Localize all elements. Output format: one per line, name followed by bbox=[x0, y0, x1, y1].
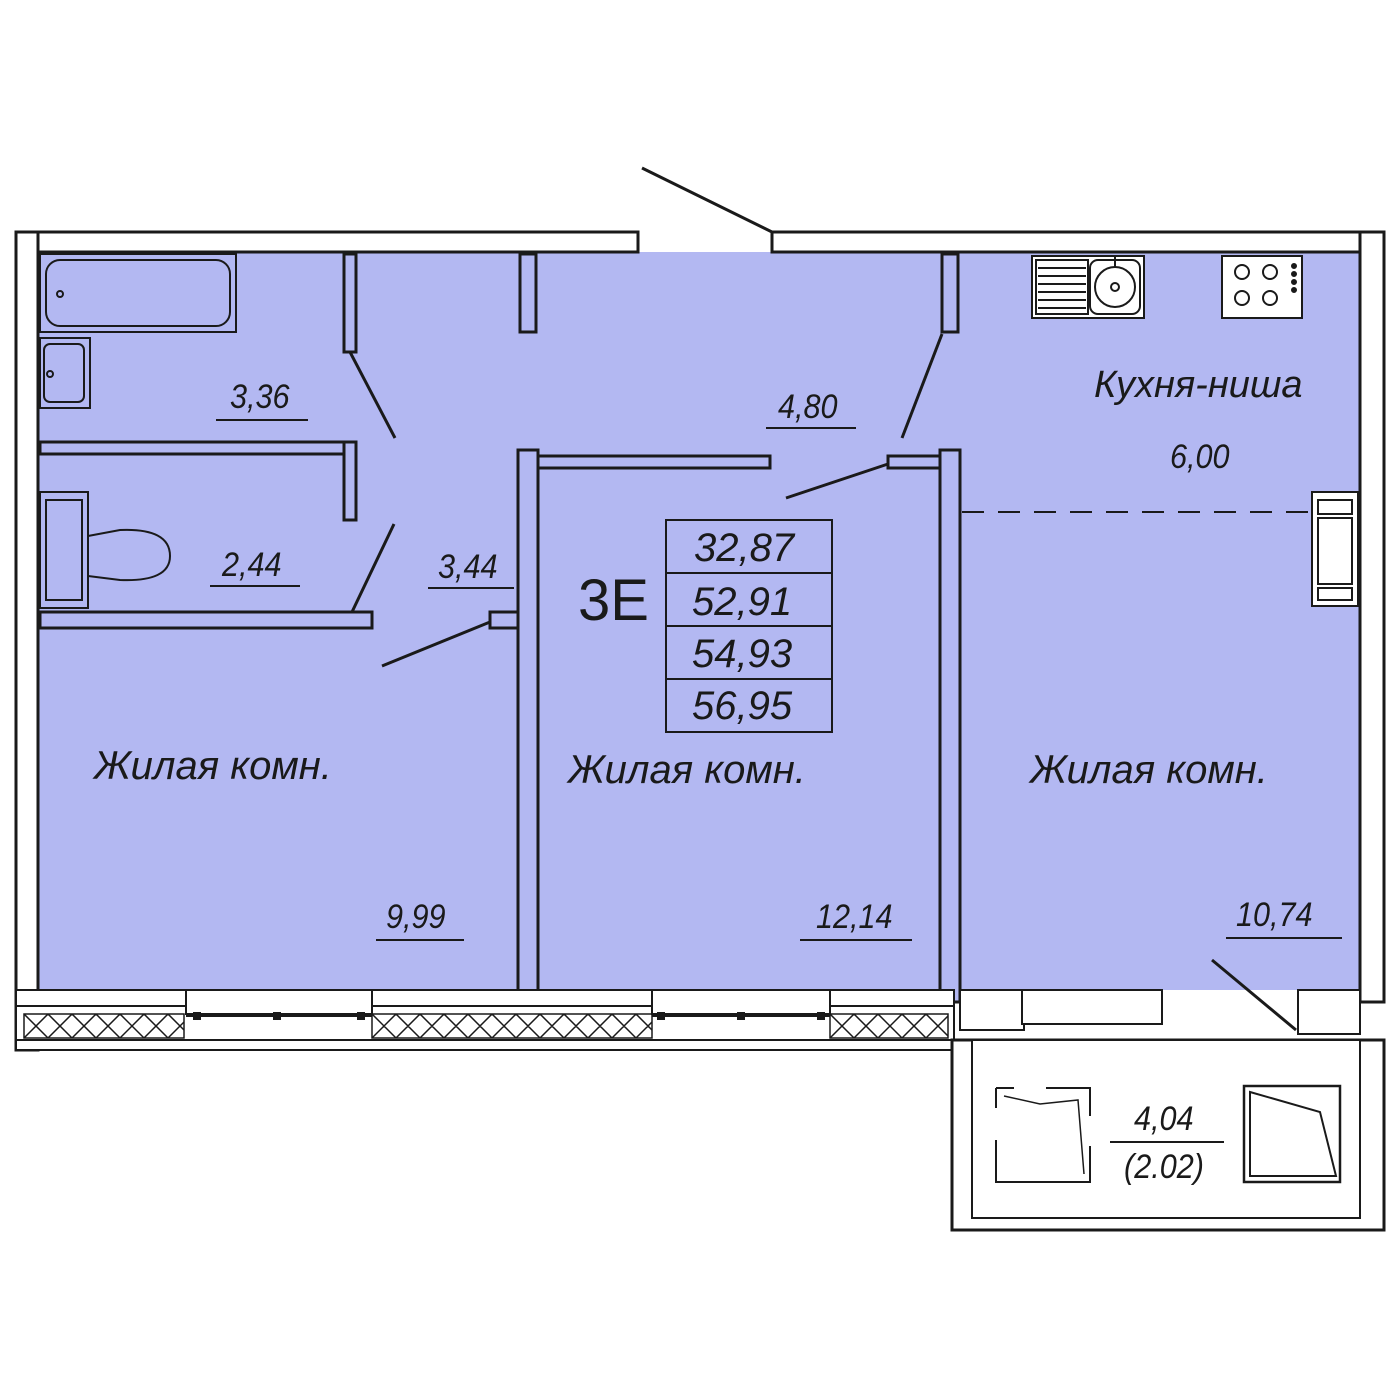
totals-table bbox=[665, 519, 833, 733]
balcony-door bbox=[959, 989, 1361, 1035]
living-room-left-name: Жилая комн. bbox=[94, 744, 332, 788]
total-area-1: 32,87 bbox=[694, 526, 795, 570]
apartment-code: 3E bbox=[578, 568, 649, 633]
living-room-left-area: 9,99 bbox=[386, 898, 446, 936]
kitchen-name: Кухня-ниша bbox=[1094, 364, 1303, 406]
kitchen-area: 6,00 bbox=[1170, 438, 1230, 476]
balcony-chair-icon bbox=[995, 1087, 1091, 1183]
toilet-area: 2,44 bbox=[222, 546, 282, 584]
stove-icon bbox=[1221, 255, 1303, 319]
balcony-reduced-area: (2.02) bbox=[1124, 1148, 1204, 1186]
hall-area: 3,44 bbox=[438, 548, 498, 586]
windows bbox=[185, 989, 831, 1020]
entrance-door bbox=[641, 166, 773, 234]
area-underlines bbox=[210, 419, 1342, 1143]
total-area-3: 54,93 bbox=[692, 632, 793, 676]
bathroom-area: 3,36 bbox=[230, 378, 290, 416]
balcony-table-icon bbox=[1242, 1084, 1342, 1184]
radiator-icon bbox=[1311, 491, 1359, 607]
corridor-area: 4,80 bbox=[778, 388, 838, 426]
interior-doors bbox=[348, 333, 1297, 1032]
kitchen-sink-icon bbox=[1031, 255, 1145, 319]
balcony bbox=[950, 1038, 1386, 1232]
toilet-icon bbox=[39, 491, 172, 609]
exterior-walls bbox=[14, 230, 1386, 1052]
living-room-middle-name: Жилая комн. bbox=[568, 748, 806, 792]
hatched-walls bbox=[23, 1013, 949, 1039]
living-room-middle-area: 12,14 bbox=[816, 898, 893, 936]
bathtub-icon bbox=[39, 253, 237, 333]
balcony-area: 4,04 bbox=[1134, 1100, 1194, 1138]
total-area-4: 56,95 bbox=[692, 684, 793, 728]
total-area-2: 52,91 bbox=[692, 580, 793, 624]
sink-icon bbox=[39, 337, 91, 409]
living-room-right-name: Жилая комн. bbox=[1030, 748, 1268, 792]
interior-walls bbox=[38, 252, 962, 1004]
living-room-right-area: 10,74 bbox=[1236, 896, 1313, 934]
